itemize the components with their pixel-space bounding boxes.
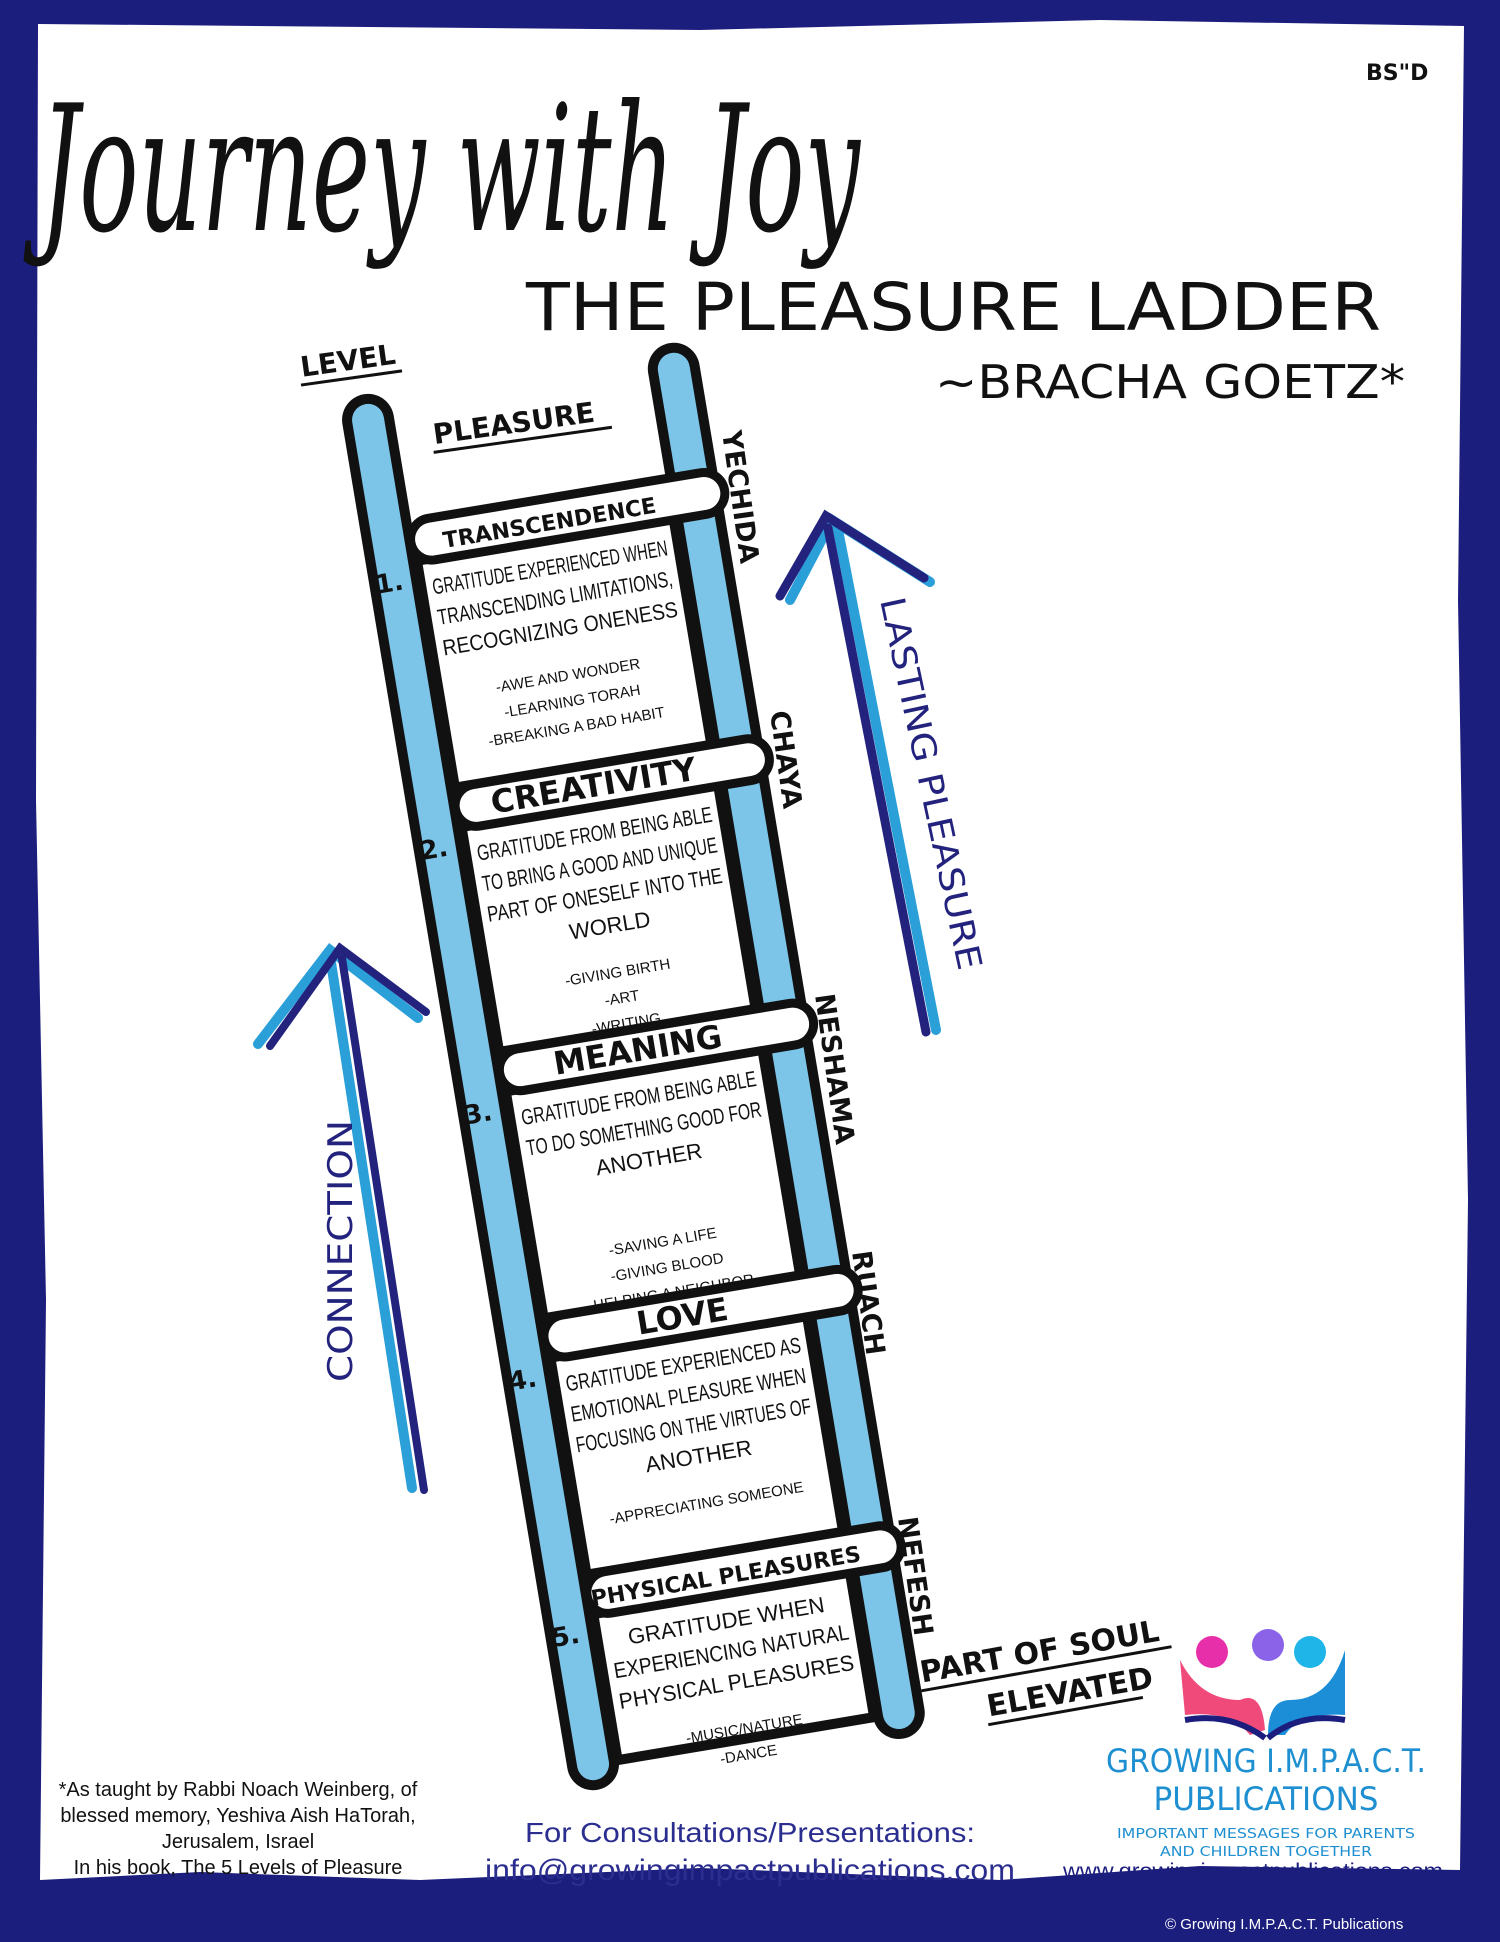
level-number: 1. <box>373 567 406 601</box>
level-example: -ART <box>603 987 640 1009</box>
logo-figure-head <box>1252 1629 1284 1661</box>
logo-book <box>1184 1715 1346 1741</box>
script-title: Journey with Joy <box>23 69 861 272</box>
logo-figure-head <box>1294 1636 1326 1668</box>
arrow-navy-stroke <box>266 942 430 1494</box>
footnote-line: *As taught by Rabbi Noach Weinberg, of <box>59 1779 418 1801</box>
contact-email-link[interactable]: info@growingimpactpublications.com <box>485 1854 1015 1887</box>
page-title: THE PLEASURE LADDER <box>525 269 1381 346</box>
underline <box>921 1645 1172 1693</box>
logo-name-line1: GROWING I.M.P.A.C.T. <box>1106 1742 1426 1780</box>
connection-arrow: CONNECTION <box>253 942 430 1494</box>
level-header-bar <box>582 1521 906 1618</box>
footnote-line: In his book, The 5 Levels of Pleasure <box>74 1857 403 1879</box>
publisher-logo: GROWING I.M.P.A.C.T. PUBLICATIONS IMPORT… <box>1062 1629 1443 1883</box>
footnote-line: Jerusalem, Israel <box>162 1831 314 1853</box>
footnote: *As taught by Rabbi Noach Weinberg, of b… <box>59 1779 418 1879</box>
level-header-bar <box>450 734 774 831</box>
contact-heading: For Consultations/Presentations: <box>525 1817 975 1848</box>
logo-name-line2: PUBLICATIONS <box>1154 1780 1379 1818</box>
connection-text: CONNECTION <box>321 1120 361 1382</box>
left-rail <box>352 403 610 1781</box>
level-number: 4. <box>506 1363 539 1397</box>
level-header-bar <box>539 1264 863 1362</box>
logo-right-figure <box>1268 1650 1345 1735</box>
level-number: 5. <box>549 1620 582 1654</box>
underline <box>988 1695 1144 1727</box>
bsd-mark: BS"D <box>1366 61 1428 86</box>
arrow-blue-stroke <box>253 942 423 1493</box>
underline <box>300 369 403 387</box>
logo-left-figure <box>1180 1660 1265 1735</box>
author: ~BRACHA GOETZ* <box>935 355 1405 409</box>
footnote-line: blessed memory, Yeshiva Aish HaTorah, <box>60 1805 415 1827</box>
logo-tagline-line2: AND CHILDREN TOGETHER <box>1160 1845 1372 1860</box>
arrow-navy-stroke <box>775 509 931 1037</box>
logo-figure-head <box>1196 1636 1228 1668</box>
underline <box>433 425 613 454</box>
copyright: © Growing I.M.P.A.C.T. Publications <box>1165 1916 1403 1933</box>
logo-tagline-line1: IMPORTANT MESSAGES FOR PARENTS <box>1117 1827 1415 1842</box>
level-number: 2. <box>418 833 451 867</box>
level-header-bar <box>494 998 819 1096</box>
website-link[interactable]: www.growingimpactpublications.com <box>1062 1860 1443 1883</box>
level-number: 3. <box>462 1097 495 1131</box>
level-header-bar <box>406 467 730 565</box>
